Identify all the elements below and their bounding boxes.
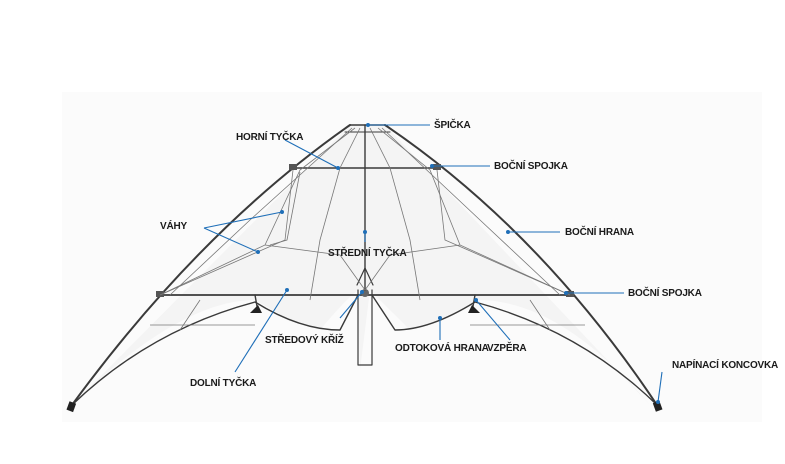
bridle-right [436,169,571,296]
leader-vzpera [475,299,511,341]
leader-dolni-tycka [234,289,288,373]
label-vahy: VÁHY [160,219,188,232]
leader-vahy-1 [203,211,283,229]
leader-napinaci-koncovka [657,371,663,403]
leader-dot [474,298,478,302]
seam [264,244,366,291]
seam [529,299,551,331]
sail [72,125,650,405]
label-dolni-tycka: DOLNÍ TYČKA [190,376,256,389]
leader-dot [430,164,434,168]
standoff-left-foot [250,305,262,313]
leader-dot [280,210,284,214]
label-napinaci-koncovka: NAPÍNACÍ KONCOVKA [672,358,778,371]
leader-horni-tycka [284,139,339,169]
seam [179,299,201,331]
seam [381,127,561,296]
lower-connector-right [566,291,574,297]
seam [364,244,461,291]
label-stredni-tycka: STŘEDNÍ TYČKA [328,246,407,259]
end-cap-right [652,400,663,412]
end-cap-left [66,401,77,413]
leader-dot [363,230,367,234]
label-bocni-spojka-bottom: BOČNÍ SPOJKA [628,286,702,299]
lower-connector-left [156,291,164,297]
seam [169,127,353,296]
keel [357,289,373,366]
label-stredovy-kriz: STŘEDOVÝ KŘÍŽ [265,333,344,346]
seam [159,127,356,296]
leader-dot [360,290,364,294]
upper-connector-right [433,164,441,170]
bridle-left [159,169,294,296]
leader-dot [656,400,660,404]
label-horni-tycka: HORNÍ TYČKA [236,130,303,143]
seam [369,127,421,301]
leader-dot [506,230,510,234]
label-bocni-spojka-top: BOČNÍ SPOJKA [494,159,568,172]
label-bocni-hrana: BOČNÍ HRANA [565,225,634,238]
leading-edge-left [71,124,351,406]
leader-dot [336,166,340,170]
seam [309,127,361,301]
label-odtokova-hrana: ODTOKOVÁ HRANA [395,341,489,354]
leader-dot [366,123,370,127]
trailing-edge-left [71,294,359,406]
leader-dot [438,316,442,320]
upper-connector-left [289,164,297,170]
label-vzpera: VZPĚRA [487,341,526,354]
leader-vahy-2 [203,227,259,253]
label-spicka: ŠPIČKA [434,118,471,131]
leader-dot [564,291,568,295]
standoff-right-foot [468,305,480,313]
leading-edge-right [384,124,658,406]
seam [269,171,301,246]
leader-stredovy-kriz [339,291,363,319]
leader-dot [256,250,260,254]
leader-dot [285,288,289,292]
trailing-edge-right [371,294,658,406]
